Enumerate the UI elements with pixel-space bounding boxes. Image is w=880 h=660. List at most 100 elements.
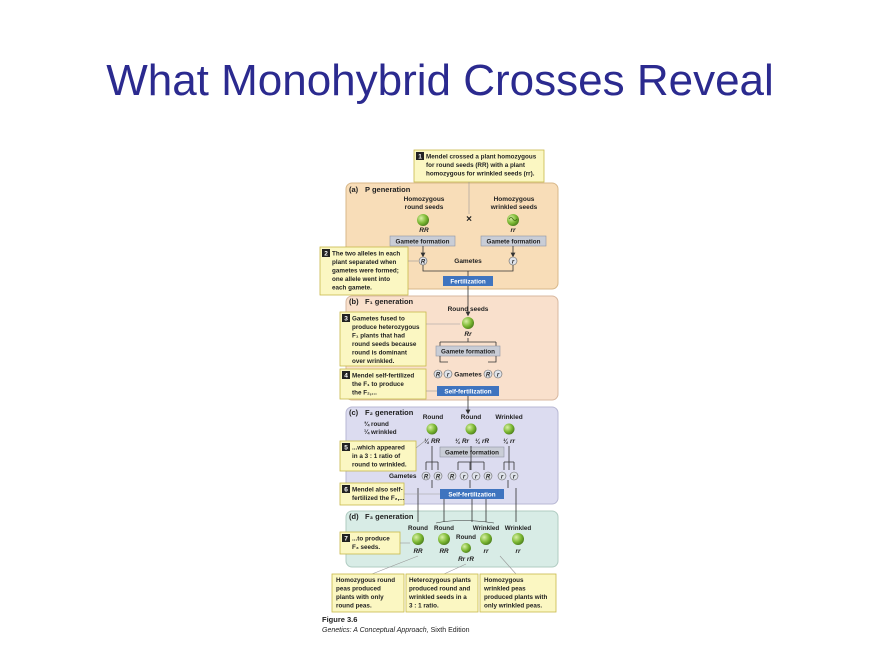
f3-seed-icon-5 [461,543,471,553]
bottom-note-1-line-3: plants with only [336,594,384,601]
note-4: 4 Mendel self-fertilized the F₁ to produ… [339,368,427,400]
bottom-note-2-line-3: wrinkled seeds in a [408,594,467,601]
f1-gamete-3: R [486,373,491,379]
arrows-c-to-d [417,488,517,522]
panel-c-label: (c) [349,408,359,417]
bottom-note-1-line-4: round peas. [336,603,372,610]
right-parent-line-2: wrinkled seeds [490,204,538,211]
f2-genotype-1: ¼ RR [424,438,441,445]
f3-seed-icon-1 [412,533,424,545]
f3-genotype-2: RR [439,548,449,555]
note-1-line-2: for round seeds (RR) with a plant [426,162,526,169]
gamete-formation-box-f1 [435,345,501,357]
note-1-line-1: Mendel crossed a plant homozygous [426,154,537,161]
round-seeds-label: Round seeds [448,306,489,313]
bottom-note-2: Heterozygous plants produced round and w… [405,573,479,613]
f2-to-self-fert-lines [431,480,509,488]
bottom-note-3-line-1: Homozygous [484,577,524,584]
gamete-formation-box-right [480,235,547,247]
f2-gamete-8: r [513,475,516,481]
bottom-note-2-line-2: produced round and [409,586,470,593]
f2-seed-icon-1 [426,423,438,435]
note-5-number: 5 [344,445,348,452]
seed-round-icon [417,214,429,226]
note-6-line-1: Mendel also self- [352,487,403,494]
f2-ratio-wrinkled: ¼ wrinkled [364,428,397,436]
gametes-label-c: Gametes [389,473,417,480]
f3-genotype-5: rr [516,548,521,555]
f3-phenotype-2: Round [434,525,454,532]
seed-wrinkled-icon [507,214,519,226]
figure-source-italic: Genetics: A Conceptual Approach, [322,627,429,634]
f2-phenotype-1: Round [423,414,444,421]
f2-gametes [421,471,519,481]
f2-gamete-1: R [424,475,429,481]
gamete-formation-right: Gamete formation [487,239,541,246]
f1-genotype: Rr [464,331,472,338]
note-2-number: 2 [324,251,328,258]
note-5: 5 ...which appeared in a 3 : 1 ratio of … [339,440,417,472]
note-2-line-2: plant separated when [332,259,397,266]
self-fertilization-c: Self-fertilization [448,492,495,499]
right-parent-line-1: Homozygous [494,196,535,203]
left-genotype: RR [419,227,429,234]
f2-ratio-round: ¾ round [364,420,389,428]
f2-gamete-6: R [486,475,491,481]
f1-gametes [433,369,503,379]
note-6-number: 6 [344,487,348,494]
gametes-label-b: Gametes [454,372,482,379]
bottom-note-pointers [371,555,517,575]
f1-branch-lines [439,338,497,346]
f3-genotype-1: RR [413,548,423,555]
note-5-line-2: in a 3 : 1 ratio of [352,453,401,460]
fertilization-label: Fertilization [450,279,485,286]
figure-caption: Figure 3.6 [322,615,357,624]
f3-bracket [435,520,495,524]
f1-gamete-2: r [447,373,450,379]
bottom-note-1: Homozygous round peas produced plants wi… [331,573,405,613]
note-3-line-2: produce heterozygous [352,324,420,331]
f3-phenotype-4: Wrinkled [473,525,500,532]
gamete-formation-f2: Gamete formation [445,450,499,457]
note-3-line-3: F₁ plants that had [352,333,405,340]
f3-phenotype-1: Round [408,525,428,532]
f2-genotype-4: ¼ rr [503,438,515,445]
gametes-label-a: Gametes [454,258,482,265]
f2-genotype-2: ¼ Rr [455,438,470,445]
slide-title: What Monohybrid Crosses Reveal [106,56,774,105]
note-1-line-3: homozygous for wrinkled seeds (rr). [426,171,535,178]
left-parent-line-1: Homozygous [404,196,445,203]
panel-c-heading: F₂ generation [365,408,414,417]
f2-seed-icon-2 [465,423,477,435]
cross-symbol: × [466,214,472,225]
note-1-number: 1 [418,154,422,161]
f2-phenotype-3: Wrinkled [495,414,522,421]
note-3-line-6: over wrinkled. [352,358,395,365]
note-4-line-1: Mendel self-fertilized [352,373,414,380]
f3-seed-icon-2 [438,533,450,545]
gamete-R: R [421,260,426,266]
bottom-note-2-line-1: Heterozygous plants [409,577,471,584]
bottom-note-3-line-2: wrinkled peas [483,586,526,593]
f3-genotype-3: Rr rR [458,556,474,563]
gamete-formation-f1: Gamete formation [441,349,495,356]
panel-b-label: (b) [349,297,359,306]
note-7-line-2: F₃ seeds. [352,544,380,551]
f2-gamete-3: R [450,475,455,481]
f1-seed-icon [462,317,474,329]
f3-seed-icon-4 [512,533,524,545]
bottom-note-2-line-4: 3 : 1 ratio. [409,603,439,610]
note-6-line-2: fertilized the F₂,... [352,495,405,502]
figure-source: Genetics: A Conceptual Approach, Sixth E… [322,627,470,634]
f3-genotype-4: rr [484,548,489,555]
bottom-note-3-line-4: only wrinkled peas. [484,603,542,610]
note-3: 3 Gametes fused to produce heterozygous … [339,311,427,367]
f3-seed-icon-3 [480,533,492,545]
note-5-line-3: round to wrinkled. [352,462,407,469]
f1-gamete-1: R [436,373,441,379]
note-2-line-1: The two alleles in each [332,251,400,258]
note-5-pointer [415,439,427,449]
note-7-number: 7 [344,536,348,543]
f2-seed-icon-3 [503,423,515,435]
